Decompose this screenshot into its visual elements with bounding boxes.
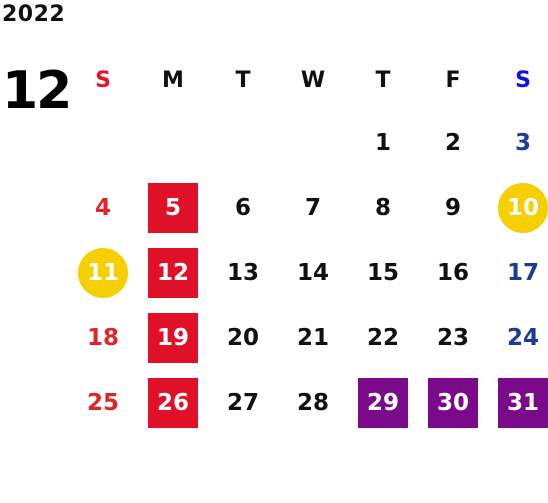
day-cell[interactable]: 22	[348, 305, 418, 370]
day-number	[148, 118, 198, 168]
year-label: 2022	[2, 2, 66, 27]
day-number: 28	[296, 389, 329, 416]
day-number: 7	[304, 194, 321, 221]
day-number: 18	[86, 324, 119, 351]
day-cell[interactable]: 8	[348, 175, 418, 240]
day-cell-highlighted[interactable]: 10	[488, 175, 548, 240]
day-number: 31	[498, 377, 548, 428]
day-cell-highlighted[interactable]: 5	[138, 175, 208, 240]
day-number: 29	[358, 377, 408, 428]
day-cell[interactable]: 9	[418, 175, 488, 240]
day-cell[interactable]: 27	[208, 370, 278, 435]
day-cell[interactable]: 1	[348, 110, 418, 175]
weekday-header-monday: M	[162, 67, 184, 93]
day-cell[interactable]: 23	[418, 305, 488, 370]
day-number	[78, 118, 128, 168]
day-cell[interactable]: 7	[278, 175, 348, 240]
day-number: 30	[428, 377, 478, 428]
day-cell	[138, 110, 208, 175]
day-cell-highlighted[interactable]: 12	[138, 240, 208, 305]
day-number: 13	[226, 259, 259, 286]
day-cell[interactable]: 16	[418, 240, 488, 305]
day-cell	[68, 110, 138, 175]
weekday-header-friday: F	[445, 67, 461, 93]
day-number: 16	[436, 259, 469, 286]
day-number: 20	[226, 324, 259, 351]
day-cell-highlighted[interactable]: 11	[68, 240, 138, 305]
day-number: 19	[148, 312, 198, 363]
day-number: 1	[374, 129, 391, 156]
day-number: 26	[148, 377, 198, 428]
day-number: 11	[78, 247, 128, 298]
day-cell[interactable]: 6	[208, 175, 278, 240]
day-cell[interactable]: 21	[278, 305, 348, 370]
day-cell-highlighted[interactable]: 26	[138, 370, 208, 435]
day-number: 22	[366, 324, 399, 351]
day-number: 4	[94, 194, 111, 221]
day-cell[interactable]: 28	[278, 370, 348, 435]
day-number: 5	[148, 182, 198, 233]
weekday-header-thursday: T	[375, 67, 391, 93]
day-cell[interactable]: 2	[418, 110, 488, 175]
day-cell[interactable]: 20	[208, 305, 278, 370]
day-cell-highlighted[interactable]: 19	[138, 305, 208, 370]
weekday-header-tuesday: T	[235, 67, 251, 93]
day-number: 24	[506, 324, 539, 351]
month-label: 12	[2, 61, 72, 121]
day-cell	[278, 110, 348, 175]
day-number: 14	[296, 259, 329, 286]
day-number: 10	[498, 182, 548, 233]
day-cell[interactable]: 4	[68, 175, 138, 240]
day-number: 17	[506, 259, 539, 286]
day-number: 2	[444, 129, 461, 156]
day-cell-highlighted[interactable]: 29	[348, 370, 418, 435]
day-number: 3	[514, 129, 531, 156]
day-number	[288, 118, 338, 168]
day-cell[interactable]: 14	[278, 240, 348, 305]
day-cell[interactable]: 3	[488, 110, 548, 175]
day-number: 8	[374, 194, 391, 221]
day-cell[interactable]: 17	[488, 240, 548, 305]
day-number: 25	[86, 389, 119, 416]
day-cell[interactable]: 18	[68, 305, 138, 370]
day-number: 6	[234, 194, 251, 221]
day-number: 21	[296, 324, 329, 351]
calendar-grid: S M T W T F S 1 2 3 4 5 6 7 8 9 10 11 12…	[68, 50, 548, 435]
day-number: 15	[366, 259, 399, 286]
day-cell[interactable]: 15	[348, 240, 418, 305]
day-number: 9	[444, 194, 461, 221]
day-number: 23	[436, 324, 469, 351]
weekday-header-wednesday: W	[300, 67, 326, 93]
day-cell	[208, 110, 278, 175]
day-cell[interactable]: 13	[208, 240, 278, 305]
day-cell[interactable]: 24	[488, 305, 548, 370]
day-number	[218, 118, 268, 168]
day-cell[interactable]: 25	[68, 370, 138, 435]
day-number: 27	[226, 389, 259, 416]
day-number: 12	[148, 247, 198, 298]
day-cell-highlighted[interactable]: 31	[488, 370, 548, 435]
weekday-header-sunday: S	[95, 67, 111, 93]
weekday-header-saturday: S	[515, 67, 531, 93]
day-cell-highlighted[interactable]: 30	[418, 370, 488, 435]
